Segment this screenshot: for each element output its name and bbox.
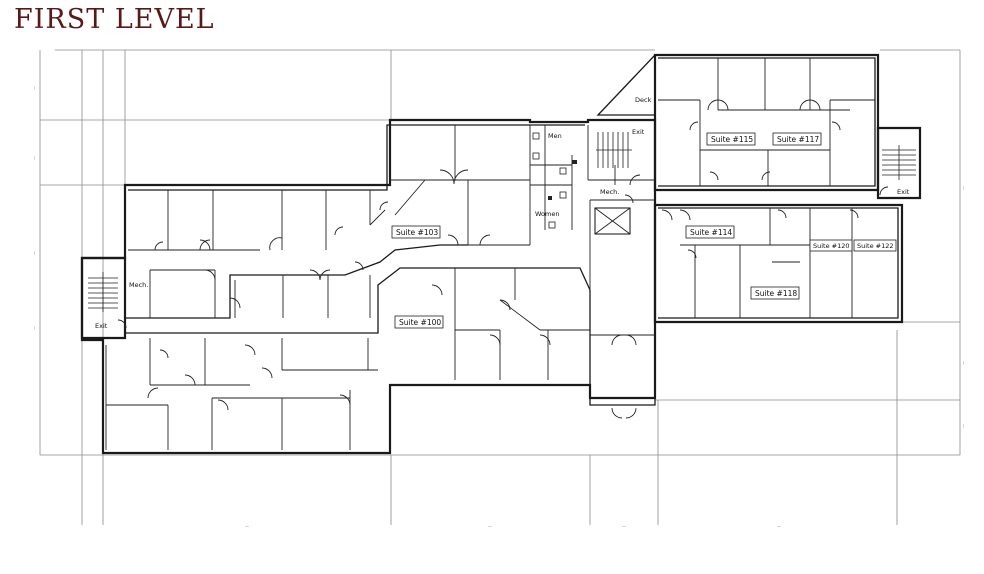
suite-117-label: Suite #117 [772, 132, 822, 146]
svg-text:—: — [32, 86, 37, 90]
svg-text:Suite #100: Suite #100 [399, 318, 441, 327]
suite-114-label: Suite #114 [685, 225, 735, 239]
svg-text:—: — [488, 524, 492, 529]
exterior-walls [80, 53, 922, 455]
svg-text:Suite #115: Suite #115 [711, 135, 753, 144]
exit-right-label: Exit [897, 188, 910, 196]
svg-text:Suite #120: Suite #120 [813, 242, 850, 250]
right-wing-walls [658, 58, 875, 318]
men-restroom-label: Men [548, 132, 562, 140]
interior-walls-north [128, 125, 531, 251]
suite-100-walls [454, 268, 590, 380]
svg-text:—: — [32, 326, 37, 330]
svg-text:Suite #117: Suite #117 [777, 135, 819, 144]
restroom-fixtures [532, 132, 577, 229]
suite-115-label: Suite #115 [706, 132, 756, 146]
exit-left-label: Exit [95, 322, 108, 330]
svg-text:—: — [622, 524, 626, 529]
dimension-marks: — — — — — — — — — — — [32, 86, 966, 529]
suite-103-label: Suite #103 [391, 225, 441, 239]
plan-title: FIRST LEVEL [14, 4, 215, 35]
deck-label: Deck [635, 96, 652, 104]
suite-100-label: Suite #100 [394, 315, 444, 329]
women-restroom-label: Women [535, 210, 559, 218]
door-swings [117, 99, 889, 419]
svg-text:—: — [245, 524, 249, 529]
suite-120-label: Suite #120 [809, 239, 853, 252]
stairs [88, 132, 916, 312]
suite-122-label: Suite #122 [853, 239, 897, 252]
svg-text:Suite #114: Suite #114 [690, 228, 732, 237]
svg-text:Suite #122: Suite #122 [857, 242, 894, 250]
suite-118-label: Suite #118 [750, 286, 800, 300]
mech-room-center-label: Mech. [600, 188, 619, 196]
svg-text:Suite #103: Suite #103 [396, 228, 438, 237]
svg-text:—: — [961, 424, 966, 428]
svg-text:Suite #118: Suite #118 [755, 289, 797, 298]
mech-room-left-label: Mech. [129, 281, 148, 289]
interior-walls-south [105, 269, 378, 450]
svg-text:—: — [961, 186, 966, 190]
core-walls [530, 125, 655, 336]
svg-text:—: — [777, 524, 781, 529]
svg-text:—: — [961, 361, 966, 365]
svg-text:—: — [32, 156, 37, 160]
exit-center-label: Exit [632, 128, 645, 136]
svg-text:—: — [32, 251, 37, 255]
